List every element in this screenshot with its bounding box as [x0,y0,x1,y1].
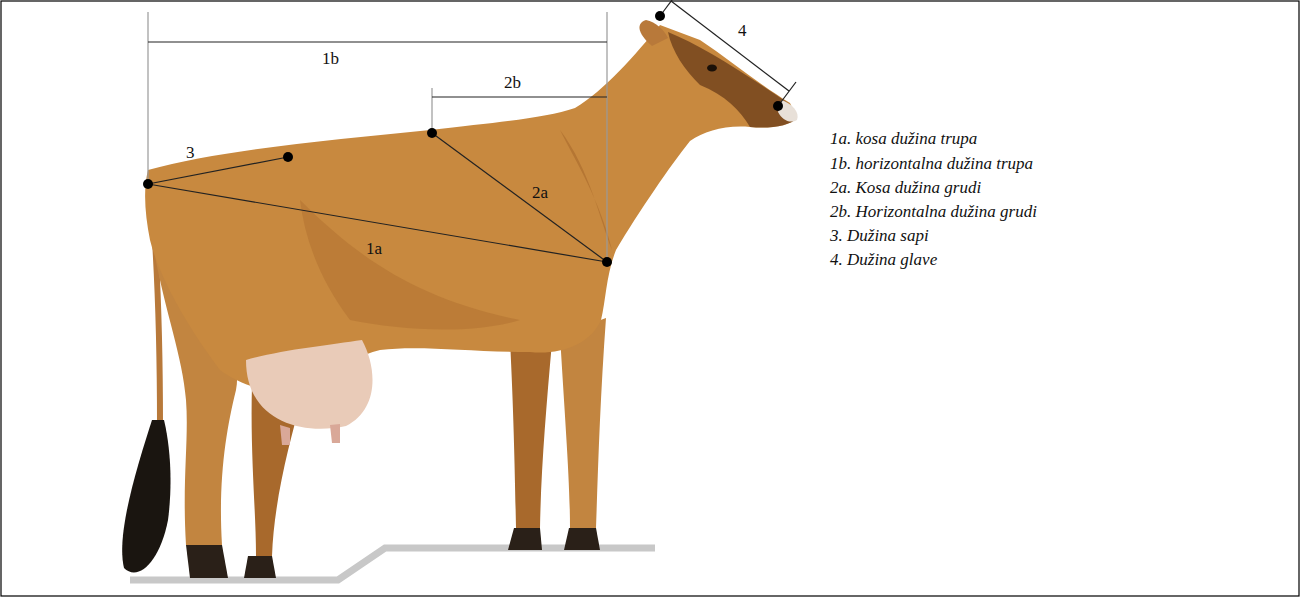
ear [639,20,668,46]
hoof [508,528,542,550]
dimension-label: 1b [322,50,339,69]
measurement-lines [148,0,796,262]
far-front-leg [510,340,552,528]
legend-note: 1a. kosa dužina trupa [830,130,977,149]
hoof [244,556,276,578]
near-front-leg [560,318,606,528]
dimension-label: 3 [186,144,195,163]
dimension-label: 2a [532,184,548,203]
face-shading [668,32,797,128]
neck-shading [560,130,612,250]
legend-note: 3. Dužina sapi [830,227,929,246]
hoof [186,545,228,578]
dimension-label: 4 [738,22,747,41]
dimension-label: 2b [504,74,521,93]
cow-body [145,25,797,391]
measurement-points [143,11,783,267]
teats [280,424,340,445]
udder [246,340,373,429]
dimension-label: 1a [366,240,382,259]
eye [707,65,717,72]
legend-note: 2b. Horizontalna dužina grudi [830,203,1037,222]
legend-note: 2a. Kosa dužina grudi [830,179,981,198]
body-shading [300,200,520,329]
legend-note: 4. Dužina glave [830,251,937,270]
tail-switch [122,420,170,572]
hoof [564,528,600,550]
legend-note: 1b. horizontalna dužina trupa [830,155,1033,174]
